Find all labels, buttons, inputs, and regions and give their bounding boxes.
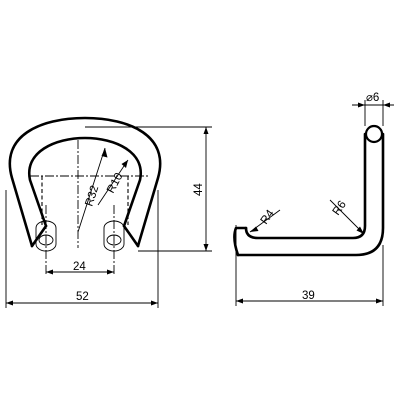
height-dimension: 44 [85,126,212,252]
width-dimension: 52 [5,190,159,308]
front-view: R32 R10 24 52 44 [5,116,212,308]
bracket-outer-contour [8,116,162,248]
bracket-inner-contour [27,136,143,228]
r10-leader [97,159,129,206]
diameter-dimension: ⌀6 [352,92,394,126]
length-dimension: 39 [235,225,384,306]
r32-leader [77,147,106,233]
diameter-label: ⌀6 [366,92,379,104]
rod-end-circle [364,124,384,144]
hole-spacing-label: 24 [73,261,86,273]
r6-leader [329,199,365,235]
side-view: R4 R6 ⌀6 39 [233,92,394,306]
hook-inner-contour [244,132,367,240]
hole-spacing-dimension: 24 [46,261,114,275]
bend-radius-large-label: R6 [331,199,349,218]
hook-outer-contour [236,132,385,257]
right-end-outline [122,224,140,248]
length-label: 39 [302,290,315,302]
width-label: 52 [76,291,89,303]
inner-radius-label: R10 [105,171,126,195]
height-label: 44 [193,183,205,196]
left-end-outline [30,224,48,248]
